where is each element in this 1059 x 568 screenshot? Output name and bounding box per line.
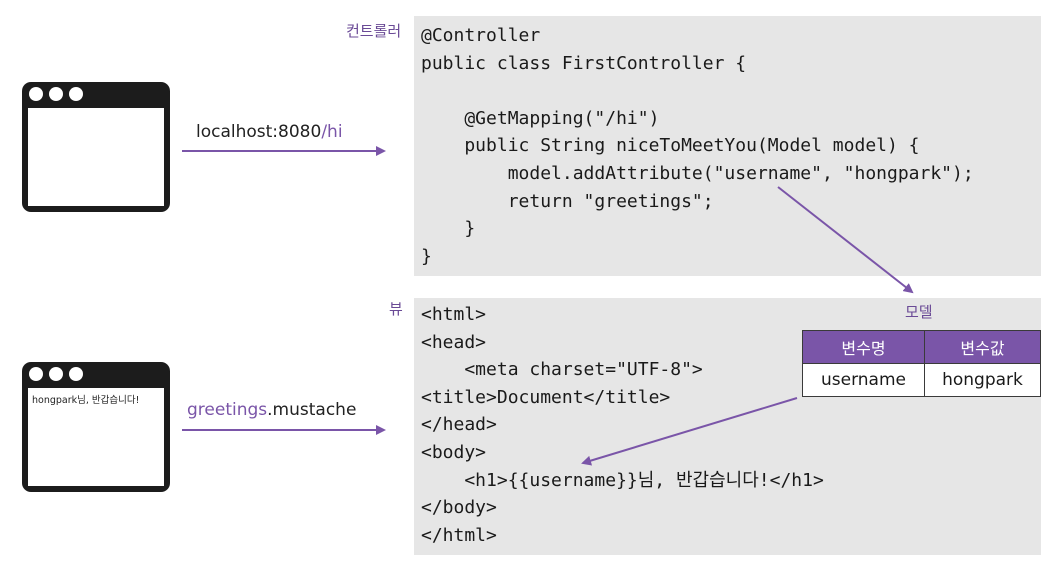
browser-titlebar bbox=[22, 362, 170, 386]
controller-code: @Controller public class FirstController… bbox=[421, 25, 974, 267]
request-url: localhost:8080/hi bbox=[196, 122, 343, 142]
browser-titlebar bbox=[22, 82, 170, 106]
model-bind-arrow bbox=[581, 397, 798, 466]
controller-code-box bbox=[414, 16, 1041, 276]
request-host: localhost:8080 bbox=[196, 122, 322, 142]
model-cell-value: hongpark bbox=[923, 363, 1042, 397]
model-header-name: 변수명 bbox=[802, 330, 925, 364]
browser-window-request bbox=[22, 82, 170, 212]
model-label: 모델 bbox=[905, 303, 933, 321]
template-filename: greetings.mustache bbox=[187, 400, 356, 420]
window-dot-icon bbox=[69, 87, 83, 101]
view-code: <html> <head> <meta charset="UTF-8"> <ti… bbox=[421, 304, 824, 546]
window-dot-icon bbox=[29, 87, 43, 101]
view-label: 뷰 bbox=[389, 300, 403, 318]
template-name: greetings bbox=[187, 400, 268, 420]
model-cell-name: username bbox=[802, 363, 925, 397]
model-table: 변수명 변수값 username hongpark bbox=[802, 330, 1042, 397]
model-header-value: 변수값 bbox=[923, 330, 1042, 364]
browser-window-result: hongpark님, 반갑습니다! bbox=[22, 362, 170, 492]
browser-screen: hongpark님, 반갑습니다! bbox=[28, 388, 164, 486]
window-dot-icon bbox=[29, 367, 43, 381]
window-dot-icon bbox=[49, 367, 63, 381]
model-row: username hongpark bbox=[802, 363, 1042, 397]
template-ext: .mustache bbox=[267, 400, 357, 420]
model-header-row: 변수명 변수값 bbox=[802, 330, 1042, 364]
window-dot-icon bbox=[49, 87, 63, 101]
rendered-greeting: hongpark님, 반갑습니다! bbox=[32, 395, 140, 406]
model-add-arrow bbox=[777, 186, 914, 294]
window-dot-icon bbox=[69, 367, 83, 381]
browser-screen bbox=[28, 108, 164, 206]
request-path: /hi bbox=[321, 122, 343, 142]
controller-label: 컨트롤러 bbox=[346, 22, 402, 40]
